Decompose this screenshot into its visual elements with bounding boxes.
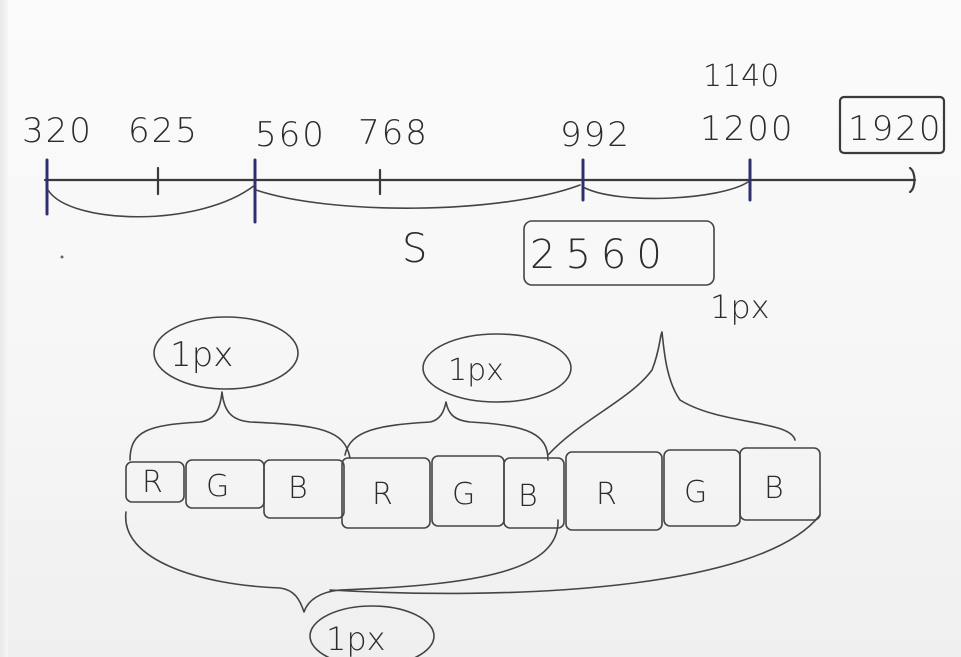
label-320: 320 [22,111,93,151]
range-arc-1 [47,184,256,218]
note-1px-right: 1px [710,288,770,326]
label-768: 768 [358,113,429,153]
cell-letter-7: R [596,477,617,512]
bubble-3-label: 1px [326,620,386,657]
bubble-2-label: 1px [448,353,504,388]
brace-top-1 [129,391,351,461]
cell-letter-2: G [206,469,229,504]
cell-letter-6: B [518,479,538,514]
label-1920: 1920 [848,109,943,149]
label-2560: 2560 [530,232,672,278]
ink-dot [60,255,64,259]
label-1200: 1200 [700,109,795,149]
cell-b-1 [263,459,345,519]
cell-letter-1: R [142,465,163,500]
label-992: 992 [560,115,631,155]
pixel-cells: R G B R G B R G B [125,447,821,531]
bubble-2 [422,333,572,403]
cell-letter-9: B [764,471,784,506]
cell-letter-5: G [452,477,475,512]
range-arc-3 [584,181,749,200]
label-560: 560 [255,115,326,155]
cell-r-3 [565,451,663,531]
brace-top-2 [344,401,549,461]
label-1140: 1140 [703,59,779,94]
bubble-3 [309,605,435,657]
brace-bottom-2 [329,514,821,595]
brace-top-3 [547,331,796,456]
s-mark: S [402,226,427,272]
bubble-1-label: 1px [170,335,233,375]
tick-1920 [908,166,916,194]
cell-letter-4: R [372,477,393,512]
cell-r-1 [125,461,185,503]
cell-b-3 [739,447,821,521]
box-1920 [838,95,946,155]
box-2560 [523,220,715,286]
label-625: 625 [128,111,199,151]
brace-bottom-1 [125,511,559,613]
bubble-1 [153,316,299,390]
cell-letter-3: B [288,471,308,506]
range-arc-2 [255,184,581,209]
cell-r-2 [341,457,431,529]
cell-b-2 [503,457,565,529]
cell-letter-8: G [684,475,707,510]
